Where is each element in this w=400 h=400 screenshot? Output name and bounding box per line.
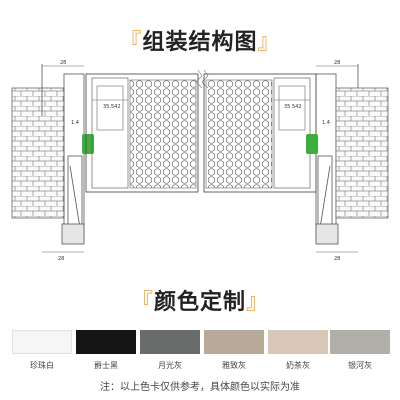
right-wall (335, 87, 389, 219)
title-bracket-right: 』 (246, 290, 270, 315)
swatch-label: 银河灰 (348, 361, 372, 370)
left-door-panel-frame (91, 77, 129, 189)
swatch-label: 雅致灰 (222, 361, 246, 370)
break-line (195, 69, 203, 89)
top-dim-left: 28 (60, 60, 66, 66)
color-swatch-row: 珍珠白 爵士黑 月光灰 雅致灰 奶茶灰 银河灰 (0, 330, 400, 374)
left-wall (11, 87, 65, 219)
swatch-label: 爵士黑 (94, 361, 118, 370)
right-honeycomb-core (205, 79, 273, 189)
swatch-chip (12, 330, 72, 354)
color-swatch: 雅致灰 (204, 330, 264, 370)
swatch-chip (140, 330, 200, 354)
color-swatch: 奶茶灰 (268, 330, 328, 370)
title-bracket-left: 『 (119, 30, 143, 55)
right-seal (306, 134, 318, 154)
swatch-chip (268, 330, 328, 354)
color-swatch: 月光灰 (140, 330, 200, 370)
gap-dim-left: 1.4 (71, 120, 79, 126)
color-title-text: 颜色定制 (153, 290, 246, 315)
title-bracket-left: 『 (130, 290, 154, 315)
bottom-dim-right: 28 (334, 256, 340, 262)
color-swatch: 珍珠白 (12, 330, 72, 370)
left-honeycomb-core (129, 79, 197, 189)
title-bracket-right: 』 (257, 30, 281, 55)
swatch-chip (204, 330, 264, 354)
inner-dim-right: 35.542 (284, 104, 302, 110)
left-frame (41, 64, 85, 245)
left-door-leaf-outer (85, 73, 199, 193)
bottom-dim-left: 28 (58, 256, 64, 262)
color-title: 『颜色定制』 (0, 284, 400, 316)
structure-title-text: 组装结构图 (142, 30, 258, 55)
right-door-panel-frame (273, 77, 311, 189)
swatch-chip (330, 330, 390, 354)
top-dim-right: 28 (334, 60, 340, 66)
break-line (201, 69, 209, 89)
color-swatch: 银河灰 (330, 330, 390, 370)
color-disclaimer-note: 注：以上色卡仅供参考，具体颜色以实际为准 (100, 382, 300, 393)
left-door-panel-inner (96, 85, 124, 131)
left-seal (82, 134, 94, 154)
right-door-panel-inner (278, 85, 306, 131)
inner-dim-left: 35.542 (103, 104, 121, 110)
structure-title: 『组装结构图』 (0, 24, 400, 56)
color-swatch: 爵士黑 (76, 330, 136, 370)
swatch-label: 珍珠白 (30, 361, 54, 370)
gap-dim-right: 1.4 (322, 120, 330, 126)
swatch-chip (76, 330, 136, 354)
assembly-structure-diagram: 28 28 1.4 35.542 35.542 28 28 1.4 (11, 60, 389, 262)
swatch-label: 奶茶灰 (286, 361, 310, 370)
swatch-label: 月光灰 (158, 361, 182, 370)
